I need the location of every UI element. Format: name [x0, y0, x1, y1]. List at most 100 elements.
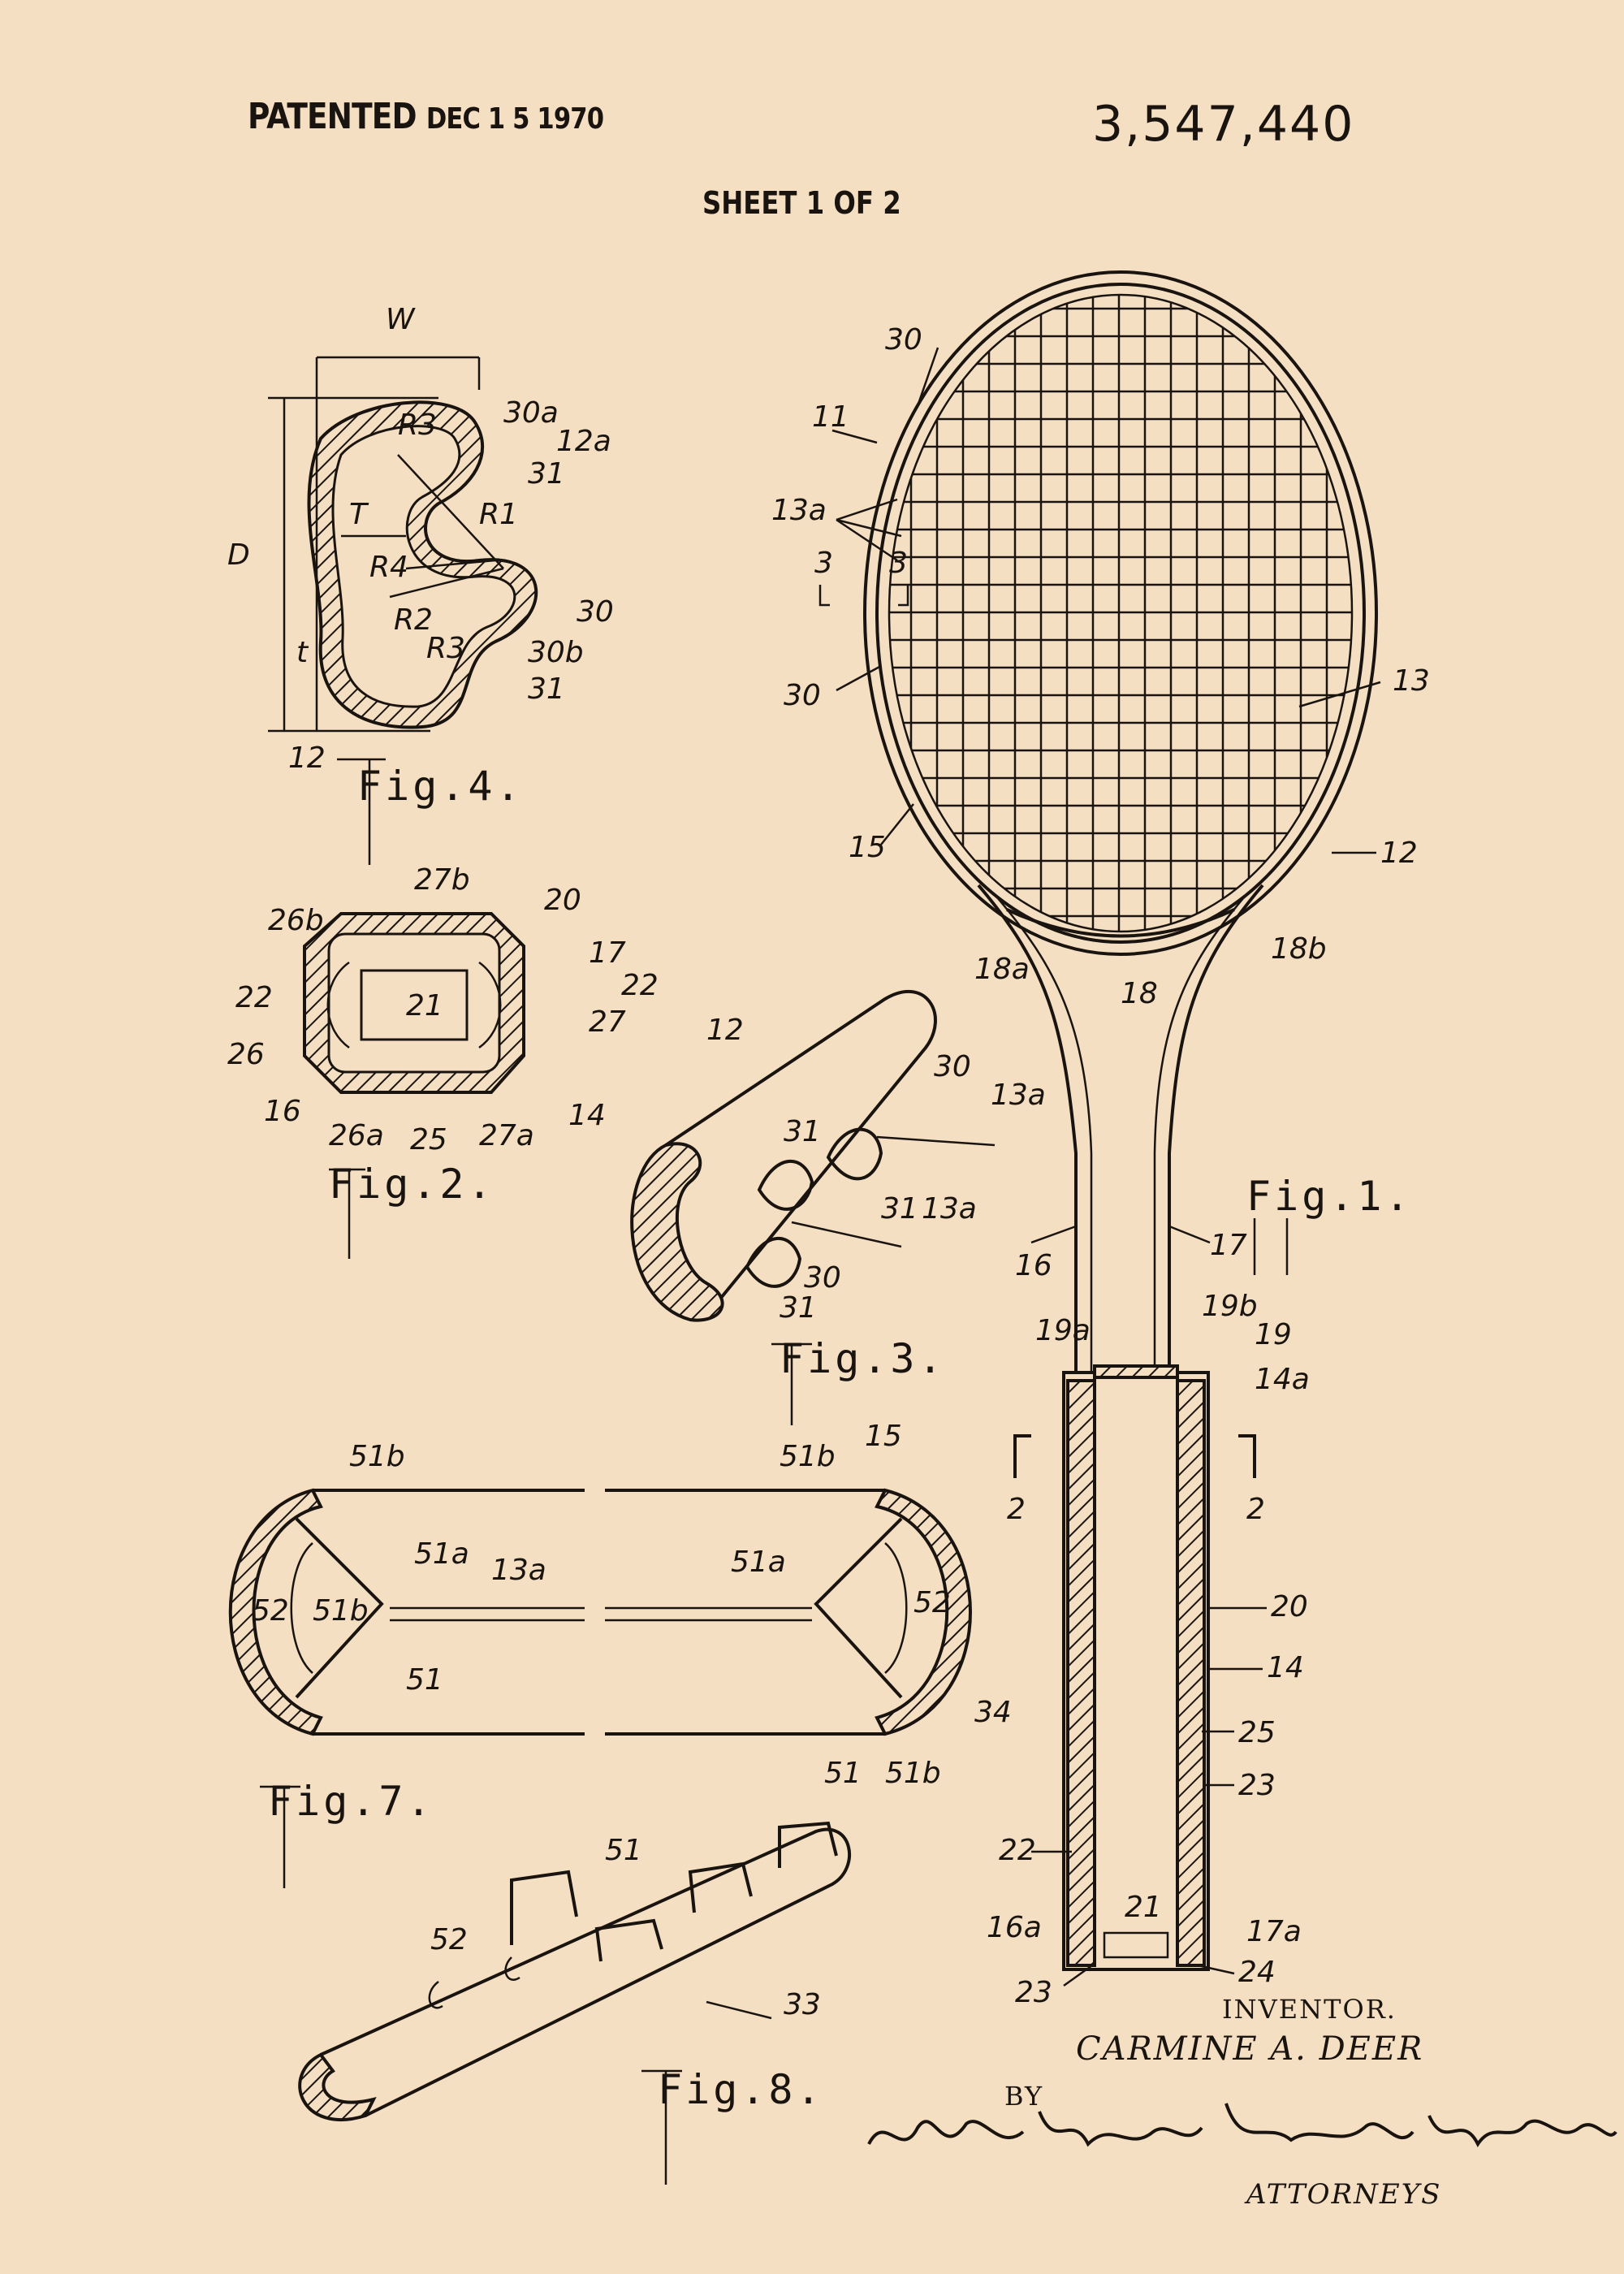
- fig8-clips-51: [510, 1821, 838, 1962]
- string-grid: [889, 295, 1352, 932]
- ref-13a: 13a: [771, 494, 827, 527]
- ref-51: 51: [605, 1834, 642, 1867]
- ref-30-top: 30: [934, 1050, 971, 1083]
- ref-51b-top-right: 51b: [780, 1440, 836, 1473]
- fig1-label-underline: [1253, 1218, 1289, 1275]
- ref-26: 26: [227, 1038, 265, 1071]
- ref-30-bottom: 30: [804, 1261, 841, 1295]
- ref-51-right: 51: [824, 1757, 862, 1790]
- ref-13: 13: [1393, 664, 1430, 698]
- fig8-label-underline: [641, 2069, 682, 2185]
- fig3-tube-end: [630, 1142, 724, 1322]
- ref-15: 15: [849, 831, 886, 864]
- ref-25: 25: [410, 1123, 447, 1156]
- ref-16: 16: [1015, 1249, 1052, 1282]
- shaft-left-inner: [996, 897, 1093, 1373]
- ref-20: 20: [544, 884, 581, 917]
- fig3-grommet-1: [826, 1127, 883, 1181]
- leader-16: [1030, 1225, 1077, 1244]
- shaft-left-outer: [977, 884, 1078, 1373]
- leader-13: [1298, 681, 1381, 708]
- ref-31-top: 31: [784, 1115, 821, 1148]
- patent-number: 3,547,440: [1092, 96, 1355, 153]
- frame-outer: [863, 270, 1378, 956]
- ref-21: 21: [406, 989, 443, 1022]
- fig2-channels: [326, 961, 502, 1049]
- ref-12a: 12a: [556, 425, 611, 458]
- fig7-v-clips: [295, 1517, 903, 1699]
- ref-51b-bottom-right: 51b: [885, 1757, 941, 1790]
- leader-24: [1197, 1964, 1235, 1975]
- ref-25: 25: [1238, 1716, 1276, 1749]
- ref-21: 21: [1125, 1891, 1162, 1924]
- fig7-label-underline: [260, 1785, 300, 1888]
- fig7-frame-section: 51b 51a 13a 52 51b 51 51b 15 51a 52 34 5…: [228, 1420, 1012, 1888]
- throat-bridge: [1006, 908, 1235, 938]
- ref-13a-top: 13a: [991, 1079, 1046, 1112]
- leader-23b: [1063, 1964, 1093, 1987]
- fig4-dimension-lines: [268, 356, 481, 733]
- ref-30a: 30a: [503, 396, 559, 430]
- ref-23: 23: [1238, 1769, 1276, 1802]
- handle-right-wall: [1176, 1379, 1206, 1967]
- leader-33: [706, 2000, 772, 2020]
- handle-cap: [1093, 1364, 1179, 1379]
- leader-30-top: [916, 347, 939, 407]
- ref-R1: R1: [479, 498, 518, 531]
- ref-27b: 27b: [414, 863, 470, 897]
- ref-T: T: [349, 498, 369, 531]
- ref-52-right: 52: [914, 1586, 951, 1619]
- ref-2-right: 2: [1246, 1493, 1265, 1526]
- ref-30: 30: [577, 595, 614, 629]
- fig8-strip: [320, 1827, 851, 2117]
- ref-R3-bottom: R3: [426, 632, 465, 665]
- fig3-label-underline: [771, 1342, 812, 1425]
- ref-R3-top: R3: [398, 409, 437, 442]
- patented-stamp: PATENTED DEC 1 5 1970: [248, 96, 604, 137]
- ref-19a: 19a: [1035, 1314, 1091, 1347]
- fig2-handle-section: 26b 27b 20 17 22 21 22 27 26 16 26a 25 2…: [227, 863, 659, 1259]
- ref-13a-mid: 13a: [922, 1192, 977, 1226]
- ref-51-left: 51: [406, 1663, 443, 1697]
- ref-30-bottom: 30: [784, 679, 821, 712]
- fig1-refs: 11 30 13a 3 3 30 13 15 12 18a 18 18b 16 …: [771, 323, 1430, 2009]
- attorneys-label: ATTORNEYS: [1246, 2178, 1442, 2211]
- leader-15: [880, 803, 914, 845]
- fig2-label-underline: [329, 1168, 365, 1259]
- fig4-label: Fig.4.: [357, 763, 524, 810]
- ref-12: 12: [1380, 837, 1418, 870]
- fig3-grommet-2: [757, 1159, 814, 1211]
- fig7-string-13a: [390, 1606, 812, 1622]
- fig4-radii: [341, 454, 504, 599]
- section-2-right: [1238, 1434, 1256, 1478]
- ref-19: 19: [1255, 1318, 1292, 1351]
- fig2-insert-21: [360, 969, 469, 1041]
- fig3-tube-top: [664, 989, 937, 1317]
- ref-2-left: 2: [1007, 1493, 1026, 1526]
- ref-26a: 26a: [329, 1119, 384, 1152]
- ref-16a: 16a: [987, 1911, 1042, 1944]
- ref-34: 34: [974, 1696, 1012, 1729]
- ref-D: D: [227, 538, 250, 572]
- ref-18: 18: [1121, 977, 1158, 1010]
- handle-left-wall: [1066, 1379, 1096, 1967]
- ref-12: 12: [288, 741, 326, 775]
- attorney-signature: [867, 2103, 1618, 2147]
- fig7-right-end: [875, 1488, 972, 1736]
- ref-26b: 26b: [268, 904, 324, 937]
- leader-11: [831, 429, 878, 444]
- ref-51b-top-left: 51b: [349, 1440, 405, 1473]
- ref-20: 20: [1271, 1590, 1308, 1623]
- ref-30b: 30b: [528, 636, 584, 669]
- leader-17: [1168, 1225, 1211, 1244]
- ref-31-bottom: 31: [780, 1291, 817, 1325]
- ref-19b: 19b: [1202, 1290, 1258, 1323]
- section-3-right: [898, 585, 909, 607]
- ref-3-right: 3: [889, 547, 908, 580]
- section-2-left: [1013, 1434, 1031, 1478]
- ref-51b-mid-left: 51b: [313, 1594, 369, 1628]
- ref-16: 16: [264, 1095, 301, 1128]
- patented-date: DEC 1 5 1970: [425, 102, 604, 136]
